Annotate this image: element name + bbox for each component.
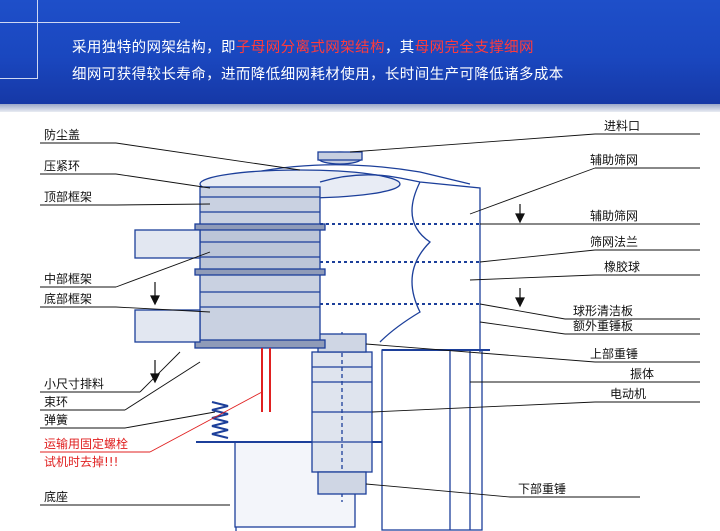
label-transport-bolt-1: 运输用固定螺栓 [44, 436, 128, 451]
label-extra-hammer-plate: 额外重锤板 [573, 318, 633, 333]
label-aux-screen-2: 辅助筛网 [590, 208, 638, 223]
flow-arrows [150, 204, 525, 384]
label-lower-hammer: 下部重锤 [518, 481, 566, 496]
banner-line-1: 采用独特的网架结构，即子母网分离式网架结构，其母网完全支撑细网 [72, 36, 534, 57]
label-motor: 电动机 [610, 387, 646, 401]
leader-lines-left [40, 142, 301, 506]
label-rubber-ball: 橡胶球 [604, 259, 640, 274]
label-upper-hammer: 上部重锤 [590, 346, 638, 361]
label-top-frame: 顶部框架 [44, 189, 92, 204]
banner-line-1-highlight-1: 子母网分离式网架结构 [235, 40, 385, 56]
machine-body [196, 332, 490, 531]
label-base: 底座 [44, 489, 68, 504]
label-spring: 弹簧 [44, 412, 68, 427]
label-screen-flange: 筛网法兰 [590, 234, 638, 249]
label-aux-screen-1: 辅助筛网 [590, 152, 638, 167]
screen-frames [134, 151, 481, 412]
decorative-vertical-line [37, 0, 38, 78]
label-ball-cleaning-plate: 球形清洁板 [573, 304, 633, 318]
decorative-horizontal-line [0, 22, 180, 23]
header-banner: 采用独特的网架结构，即子母网分离式网架结构，其母网完全支撑细网 细网可获得较长寿… [0, 0, 720, 104]
label-binding-ring: 束环 [44, 395, 68, 409]
label-small-outlet: 小尺寸排料 [44, 377, 104, 391]
banner-line-2: 细网可获得较长寿命，进而降低细网耗材使用，长时间生产可降低诸多成本 [72, 67, 564, 83]
label-dust-cover: 防尘盖 [44, 127, 80, 142]
label-middle-frame: 中部框架 [44, 271, 92, 286]
banner-line-1-highlight-2: 母网完全支撑细网 [414, 40, 534, 56]
decorative-horizontal-line-short [0, 78, 38, 79]
label-clamp-ring: 压紧环 [44, 159, 80, 173]
label-bottom-frame: 底部框架 [44, 291, 92, 306]
banner-shadow [0, 104, 720, 112]
leader-lines-right [349, 133, 700, 498]
label-transport-bolt-2: 试机时去掉!!! [44, 454, 118, 469]
banner-line-1-part-a: 采用独特的网架结构，即 [72, 40, 236, 56]
vibrating-screen-diagram: 防尘盖 压紧环 顶部框架 中部框架 底部框架 小尺寸排料 束环 弹簧 运输用固定… [40, 119, 700, 531]
label-vibrator-body: 振体 [630, 367, 654, 381]
banner-line-1-part-b: ，其 [384, 40, 415, 56]
label-feed-inlet: 进料口 [604, 119, 640, 133]
